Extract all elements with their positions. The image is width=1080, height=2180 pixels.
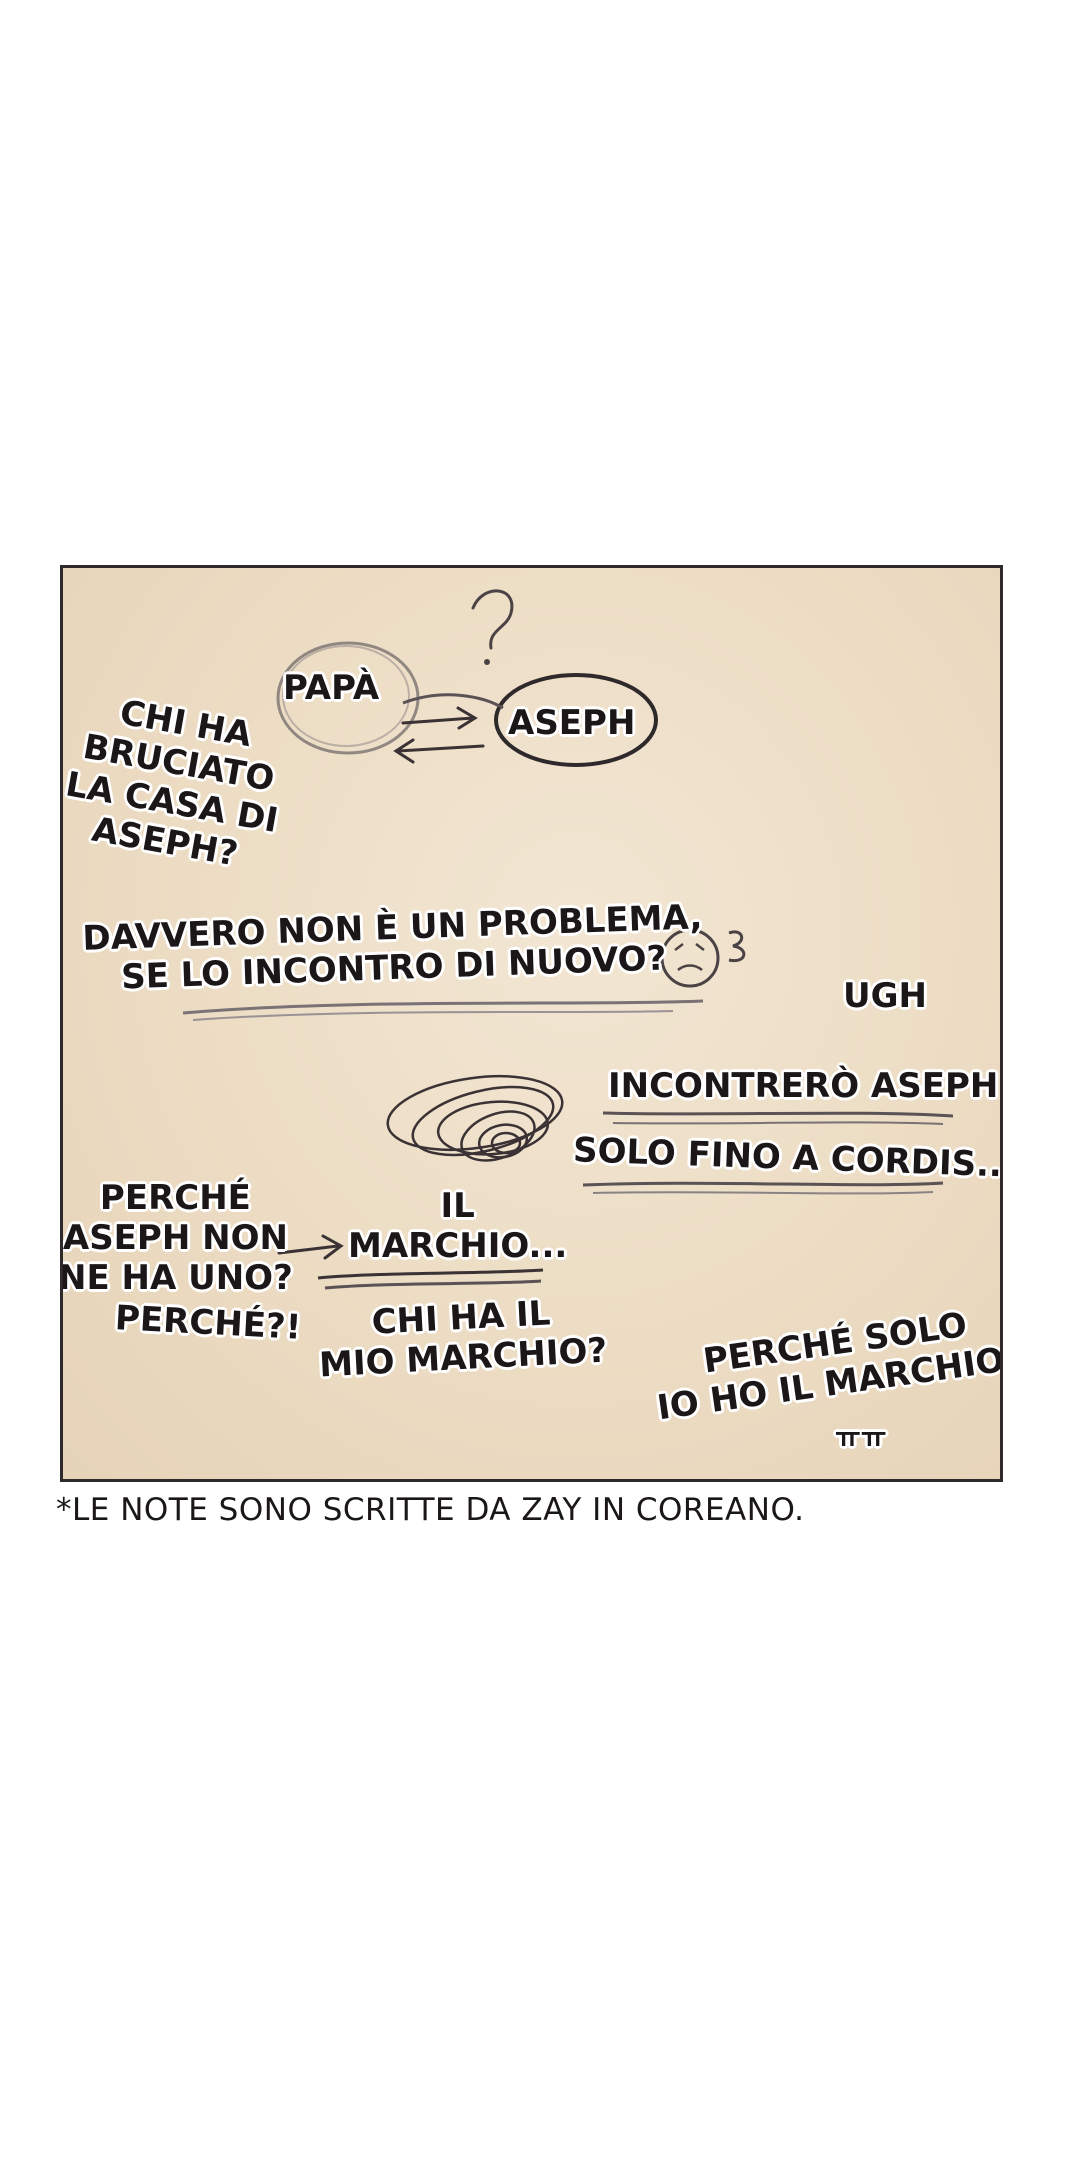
note-papa: PAPÀ: [283, 668, 380, 708]
sketch-panel: PAPÀ ASEPH CHI HA BRUCIATO LA CASA DI AS…: [60, 565, 1003, 1482]
arrow-right-doodle: [401, 706, 478, 730]
question-mark-doodle: [471, 589, 514, 650]
squiggle-three-doodle: [728, 930, 746, 963]
note-who-mark: CHI HA IL MIO MARCHIO?: [318, 1293, 609, 1386]
arrow-marchio-doodle: [277, 1234, 344, 1260]
note-meet-aseph: INCONTRERÒ ASEPH: [608, 1066, 999, 1106]
arrow-left-doodle: [393, 738, 485, 764]
question-dot-doodle: [484, 659, 490, 665]
note-aseph: ASEPH: [508, 703, 636, 743]
note-why-none: PERCHÉ ASEPH NON NE HA UNO?: [60, 1178, 293, 1298]
aseph-circle-doodle: [494, 673, 658, 767]
footnote: *LE NOTE SONO SCRITTE DA ZAY IN COREANO.: [56, 1492, 805, 1528]
sad-face-doodle: [660, 928, 720, 988]
doodle-layer: [182, 589, 954, 1290]
note-mark: IL MARCHIO...: [348, 1186, 568, 1266]
note-ugh: UGH: [843, 976, 927, 1016]
scribble-doodle: [386, 1074, 564, 1162]
note-crying: ㅠㅠ: [835, 1421, 887, 1454]
